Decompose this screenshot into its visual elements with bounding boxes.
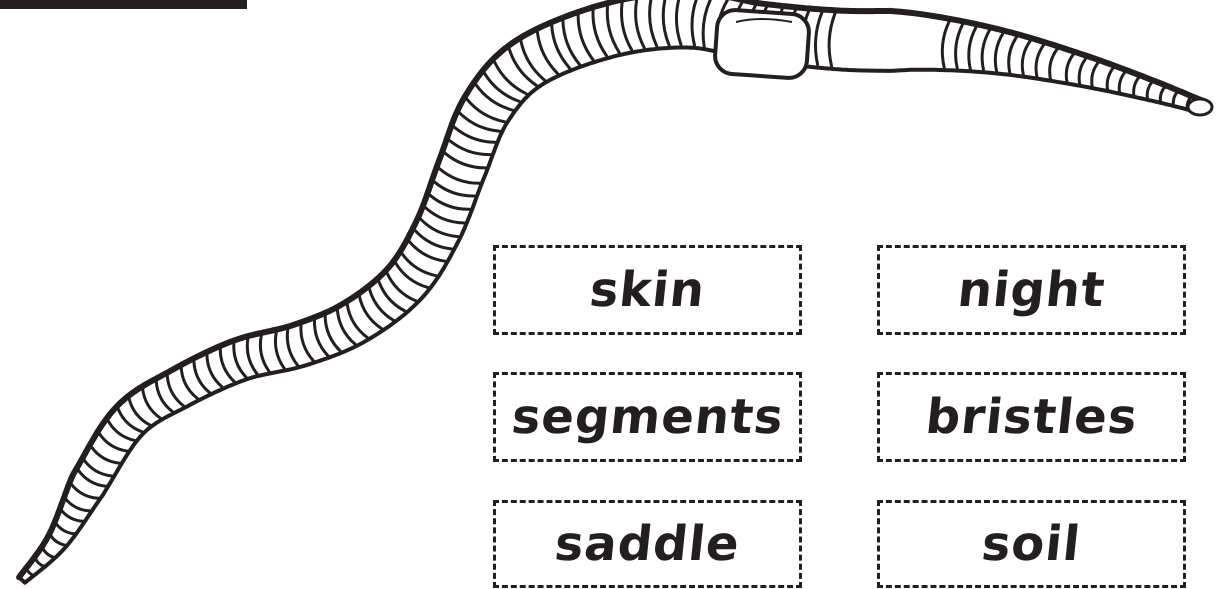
worm-head-tip	[1188, 99, 1212, 115]
word-card-bristles[interactable]: bristles	[877, 372, 1186, 462]
word-card-label: night	[955, 262, 1108, 318]
word-card-skin[interactable]: skin	[493, 245, 802, 335]
word-card-label: saddle	[552, 516, 743, 572]
word-card-saddle[interactable]: saddle	[493, 500, 802, 588]
word-card-segments[interactable]: segments	[493, 372, 802, 462]
word-card-label: soil	[979, 516, 1083, 572]
word-card-label: segments	[509, 389, 787, 445]
word-card-night[interactable]: night	[877, 245, 1186, 335]
word-card-label: bristles	[923, 389, 1140, 445]
word-card-soil[interactable]: soil	[877, 500, 1186, 588]
word-card-label: skin	[587, 262, 708, 318]
